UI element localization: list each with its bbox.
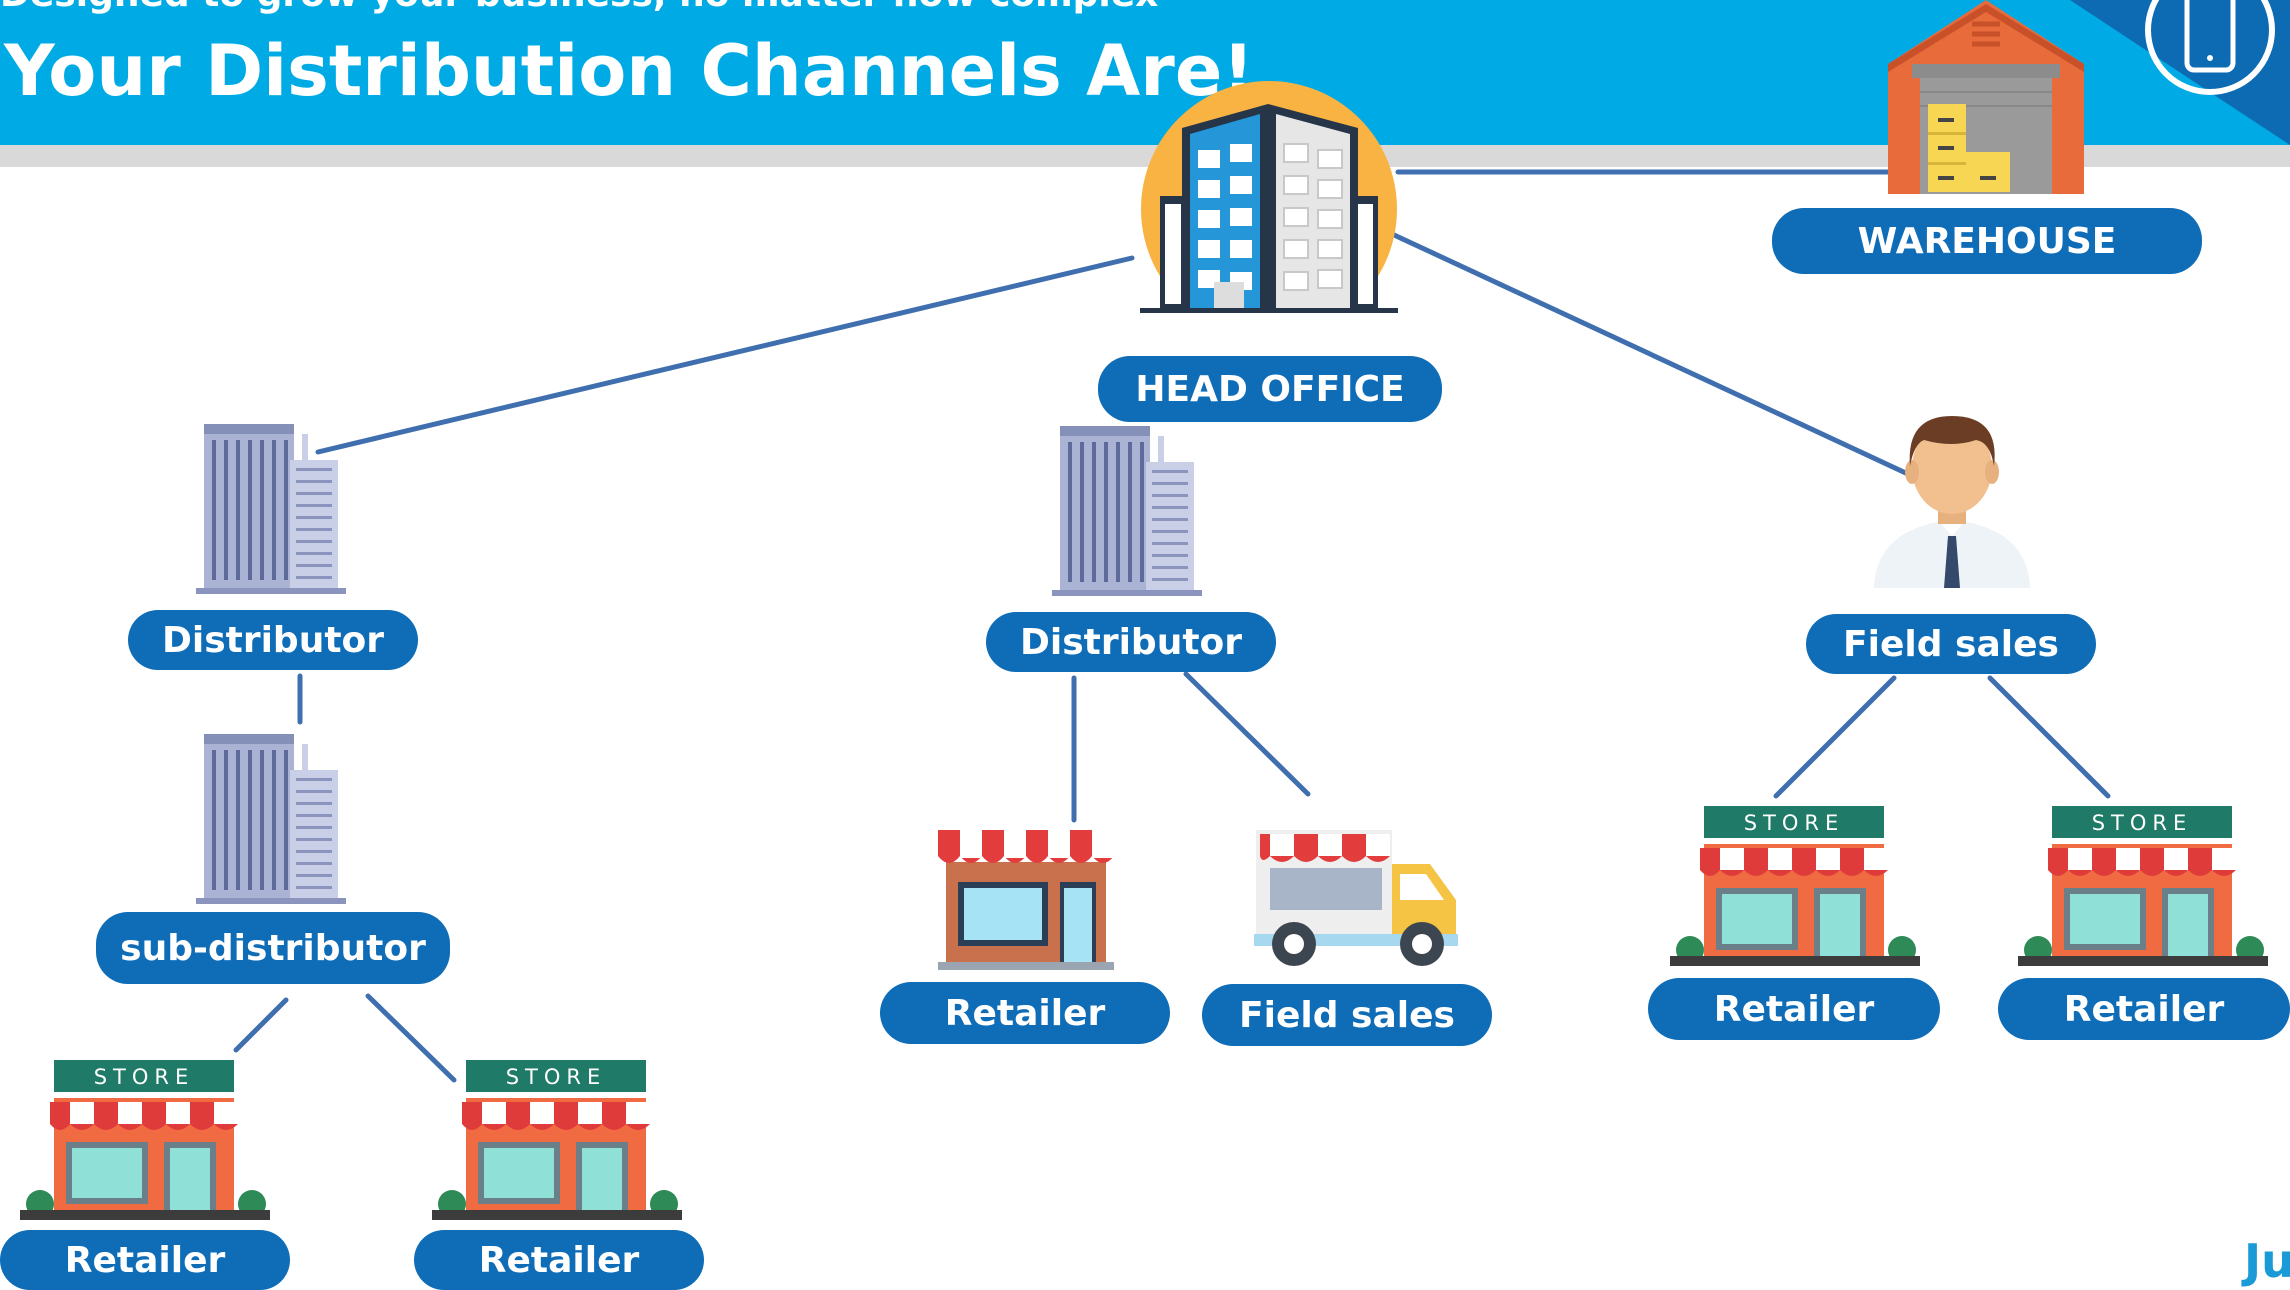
distributor-center-label: Distributor	[986, 612, 1276, 672]
store-sign-text: STORE	[94, 1065, 195, 1089]
store-sign-text: STORE	[1744, 811, 1845, 835]
head-office-label: HEAD OFFICE	[1098, 356, 1442, 422]
shop-icon	[938, 830, 1114, 970]
retailer-label: Retailer	[1998, 978, 2290, 1040]
field-sales-person-icon	[1874, 416, 2030, 588]
distributor-building-icon	[196, 424, 346, 594]
warehouse-icon	[1888, 0, 2084, 194]
page-title: Your Distribution Channels Are!	[4, 30, 1255, 112]
delivery-truck-icon	[1254, 830, 1458, 966]
retailer-label: Retailer	[880, 982, 1170, 1044]
head-office-building-icon	[1140, 81, 1398, 340]
retailer-label: Retailer	[414, 1230, 704, 1290]
logo-fragment: Ju	[2244, 1234, 2290, 1288]
header-divider	[0, 145, 2290, 167]
store-sign-text: STORE	[506, 1065, 607, 1089]
header-subtitle: Designed to grow your business, no matte…	[0, 0, 1158, 15]
store-icon: STORE	[2018, 806, 2268, 966]
retailer-label: Retailer	[1648, 978, 1940, 1040]
distributor-building-icon-center	[1052, 426, 1202, 596]
store-icon: STORE	[20, 1060, 270, 1220]
field-sales-center-label: Field sales	[1202, 984, 1492, 1046]
warehouse-label: WAREHOUSE	[1772, 208, 2202, 274]
store-icon: STORE	[432, 1060, 682, 1220]
sub-distributor-label: sub-distributor	[96, 912, 450, 984]
distributor-left-label: Distributor	[128, 610, 418, 670]
store-sign-text: STORE	[2092, 811, 2193, 835]
field-sales-right-label: Field sales	[1806, 614, 2096, 674]
store-icon: STORE	[1670, 806, 1920, 966]
retailer-label: Retailer	[0, 1230, 290, 1290]
phone-icon	[2145, 0, 2275, 95]
sub-distributor-building-icon	[196, 734, 346, 904]
